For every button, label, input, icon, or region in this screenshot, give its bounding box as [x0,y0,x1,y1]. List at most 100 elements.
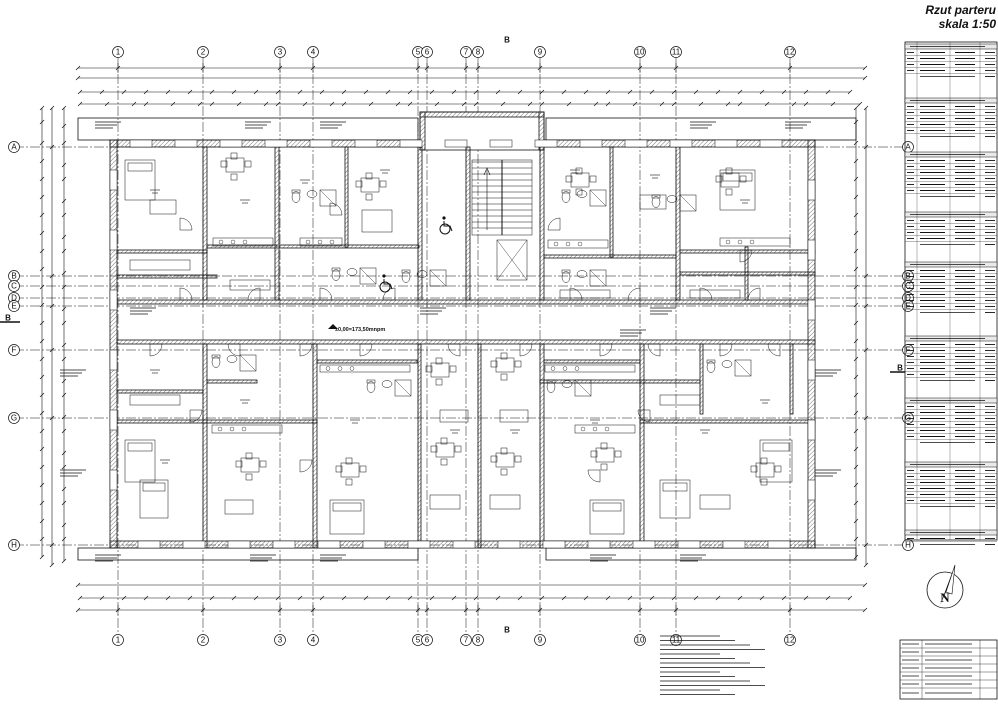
window [807,179,816,201]
corridor-wall-south [116,339,816,345]
sofa [639,194,667,210]
chair [235,460,243,468]
partition-wall [116,274,218,279]
dimension-tick [253,89,259,95]
shower-diagonal [589,189,607,207]
axis-bubble [8,280,20,292]
chair [589,175,597,183]
dimension-tick [61,105,67,111]
cooktop-burner [577,241,583,247]
cooktop-burner [562,366,568,371]
toilet-tank [651,194,661,199]
toilet-tank [546,379,556,384]
door-swing [587,469,601,483]
dimension-tick [61,486,67,492]
dimension-tick [853,446,859,452]
door-swing [569,287,583,301]
window [807,299,816,321]
door-swing [739,249,753,263]
dining-table [720,172,740,188]
dimension-tick [187,595,193,601]
chair [600,442,608,450]
window [317,540,341,549]
dimension-tick [61,320,67,326]
dimension-tick [853,356,859,362]
wheelchair-icon [439,223,451,235]
dimension-tick [61,212,67,218]
dimension-tick [61,140,67,146]
dimension-tick [253,595,259,601]
axis-label-col-2: 2 [201,636,206,645]
axis-label-row-C: C [905,282,911,291]
dimension-tick [429,89,435,95]
axis-bubble [8,141,20,153]
dimension-tick [803,89,809,95]
shower-tray [394,379,412,397]
dimension-tick [61,198,67,204]
axis-bubble [634,634,646,646]
dimension-tick [527,101,533,107]
shower-diagonal [679,194,697,212]
north-arrow-circle [926,571,964,609]
dimension-tick [385,595,391,601]
chair [514,360,522,368]
partition-wall [465,146,471,301]
staircase [471,159,533,236]
chair [359,465,367,473]
shower-diagonal [394,379,412,397]
vestibule-wall [419,111,545,118]
cooktop-burner [592,426,598,432]
chair [590,450,598,458]
pillow [142,482,166,492]
door-swing [179,217,193,231]
cooktop-burner [317,239,323,245]
dining-table [225,157,245,173]
dimension-tick [77,89,83,95]
shower-tray [239,354,257,372]
dimension-tick [737,595,743,601]
partition-wall [539,343,545,549]
toilet-tank [331,267,341,272]
washbasin [226,355,238,363]
window [542,540,566,549]
partition-wall [639,419,816,424]
chair [600,463,608,471]
dimension-tick [561,89,567,95]
window [109,469,118,491]
pillow [127,162,153,172]
axis-label-col-1: 1 [116,636,121,645]
wardrobe [689,289,741,299]
dimension-tick [319,89,325,95]
dimension-tick [363,595,369,601]
wardrobe [129,259,191,271]
dimension-tick [39,212,45,218]
dimension-tick [605,89,611,95]
pillow [662,482,688,492]
dimension-tick [61,306,67,312]
dimension-tick [61,162,67,168]
shower-diagonal [429,269,447,287]
washbasin [381,380,393,388]
chair [379,180,387,188]
door-swing [359,343,373,357]
window [767,540,791,549]
axis-label-row-A: A [905,143,911,152]
dining-table [570,172,590,188]
kitchen-counter [212,237,274,247]
window [624,139,648,148]
window [264,139,288,148]
dimension-tick [853,194,859,200]
pillow [722,172,753,182]
window [489,139,513,148]
axis-label-row-G: G [11,414,17,423]
toilet-tank [211,354,221,359]
bed [329,499,365,535]
axis-bubble [784,46,796,58]
dimension-tick [209,89,215,95]
axis-label-col-4: 4 [311,636,316,645]
bed [659,479,691,519]
dimension-tick [39,356,45,362]
dimension-tick [49,562,55,568]
dimension-tick [39,194,45,200]
